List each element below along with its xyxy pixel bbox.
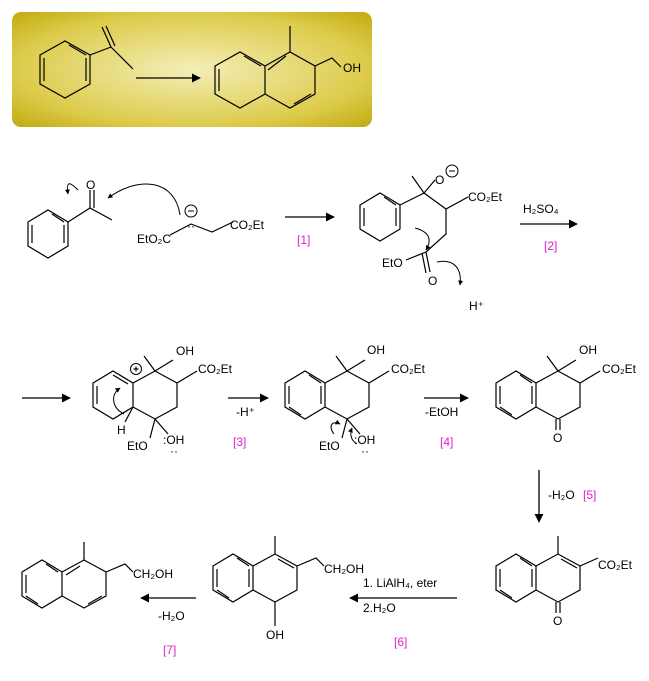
reagent2-label: H₂SO₄ [523, 202, 559, 216]
diol-structure [212, 536, 325, 626]
acetophenone-structure [39, 25, 134, 99]
step1-label: [1] [297, 233, 310, 247]
nucleophile-right-ester: CO₂Et [230, 218, 265, 232]
reagent6b-label: 2.H₂O [363, 601, 396, 615]
step5-label: [5] [583, 488, 596, 502]
step6-label: [6] [394, 635, 407, 649]
b-ester-label: CO₂Et [391, 362, 426, 376]
curved-arrow-eto-leave [330, 419, 341, 435]
svg-text:··: ·· [170, 444, 178, 458]
highlight-box [12, 12, 372, 127]
curved-arrow-rearomatize [113, 387, 125, 415]
reagent4-label: -EtOH [425, 405, 458, 419]
row3: -H₂O [5] CO₂Et O 1. LiAlH₄, eter 2.H₂O [… [21, 470, 633, 657]
alkoxide-o-label: O [435, 173, 444, 187]
intermediate-eto-label: EtO [382, 256, 403, 270]
a-ester-label: CO₂Et [198, 362, 233, 376]
a-oh-label: OH [176, 344, 194, 358]
step3-label: [3] [233, 435, 246, 449]
curved-arrow-carbonyl [64, 183, 79, 195]
summary-product-structure [214, 26, 342, 109]
tetralone-structure [495, 355, 601, 430]
step7-label: [7] [163, 643, 176, 657]
summary-reaction: OH [12, 12, 372, 127]
row2: OH CO₂Et H EtO :OH ·· -H⁺ [3] OH CO₂Et E… [22, 343, 637, 458]
e-oh-label: OH [266, 628, 284, 642]
f-ch2oh-label: CH₂OH [133, 567, 173, 581]
reagent3-label: -H⁺ [236, 405, 255, 419]
carbanion-charge [184, 204, 198, 218]
curved-arrow-oh [348, 427, 358, 445]
curved-arrow-proton [436, 260, 464, 286]
d-o-label: O [553, 614, 562, 628]
a-eto-label: EtO [127, 439, 148, 453]
diester-anion: ·· [169, 204, 234, 236]
c-ester-label: CO₂Et [602, 362, 637, 376]
dihydronaphthalenone-structure [495, 536, 599, 613]
a-h-label: H [117, 423, 126, 437]
intermediate-ester-label: CO₂Et [468, 190, 503, 204]
c-o-label: O [553, 431, 562, 445]
arenium-structure [92, 355, 198, 439]
reagent6a-label: 1. LiAlH₄, eter [363, 576, 437, 590]
summary-oh-label: OH [343, 61, 361, 75]
b-eto-label: EtO [319, 439, 340, 453]
svg-text:··: ·· [361, 444, 369, 458]
acetophenone-reactant [27, 190, 113, 259]
final-product-structure [21, 542, 134, 609]
d-ester-label: CO₂Et [598, 558, 633, 572]
curved-arrow-cyclize [414, 227, 431, 251]
svg-text:··: ·· [187, 219, 195, 233]
reagent5-label: -H₂O [548, 488, 575, 502]
b-oh-lower-label: :OH [354, 433, 375, 447]
reagent7-label: -H₂O [158, 609, 185, 623]
hemiketal-structure [284, 355, 390, 439]
proton-label: H⁺ [469, 299, 484, 313]
e-ch2oh-label: CH₂OH [324, 562, 364, 576]
curved-arrow-attack [107, 183, 181, 216]
nucleophile-left-ester: EtO₂C [137, 232, 171, 246]
b-oh-label: OH [367, 343, 385, 357]
c-oh-label: OH [579, 343, 597, 357]
carbonyl-o-label: O [86, 178, 95, 192]
step2-label: [2] [544, 239, 557, 253]
intermediate-carbonyl-o: O [428, 274, 437, 288]
a-oh-lower-label: :OH [163, 433, 184, 447]
row1: O ·· EtO₂C CO₂Et [1] O CO₂Et EtO [27, 164, 578, 313]
step4-label: [4] [440, 435, 453, 449]
alkoxide-intermediate [359, 164, 469, 274]
